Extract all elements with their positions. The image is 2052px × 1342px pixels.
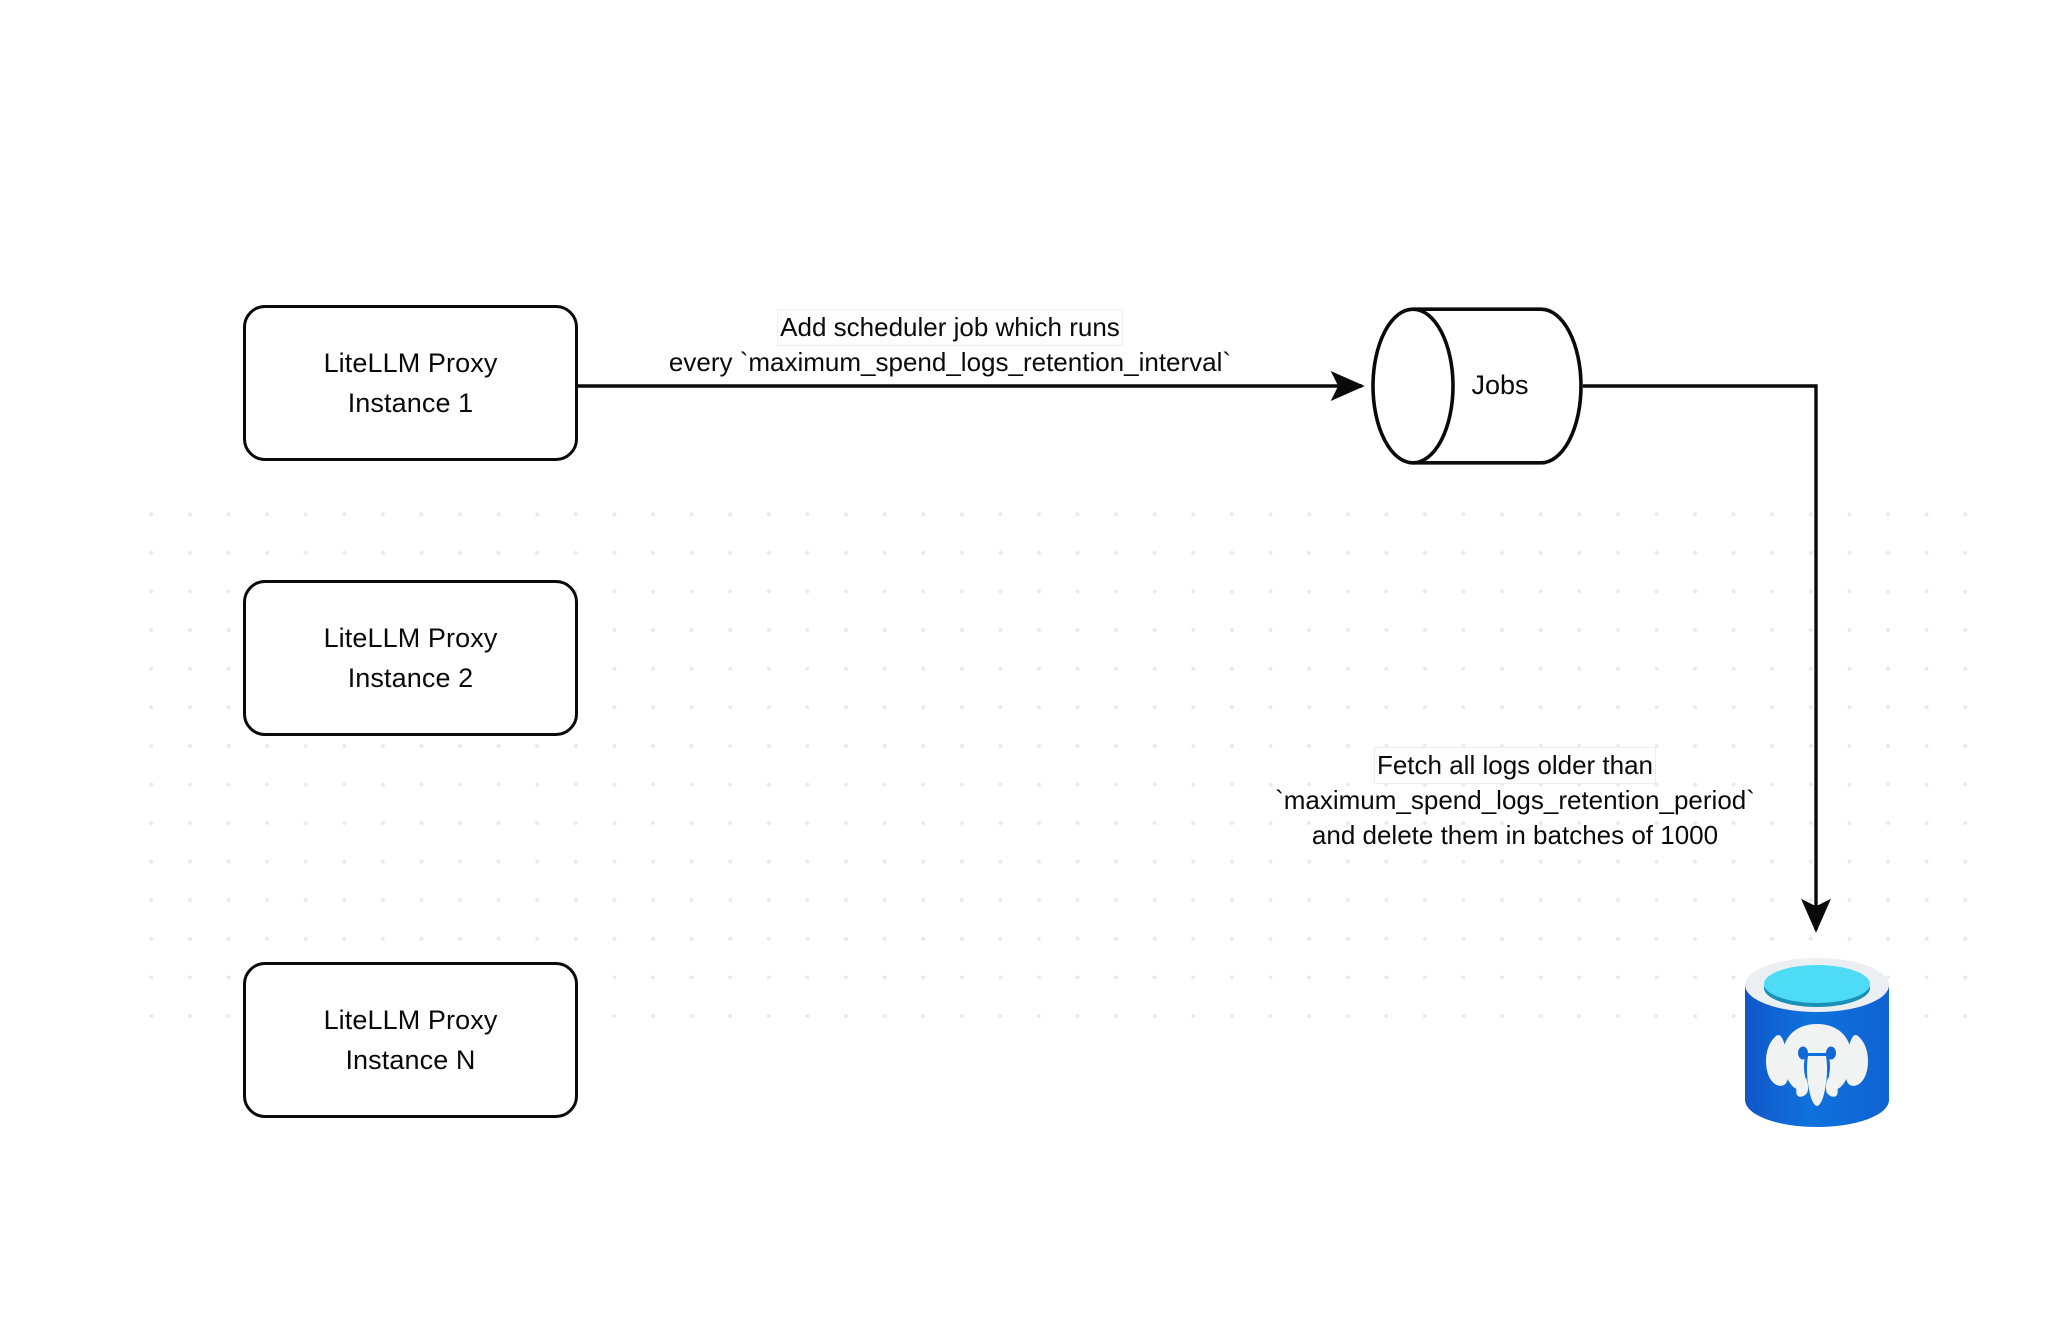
- postgresql-database-icon[interactable]: [1741, 952, 1893, 1134]
- jobs-cylinder-label: Jobs: [1471, 370, 1529, 400]
- postgresql-elephant-eyes: [1798, 1046, 1836, 1060]
- edge-label-add-scheduler-job: Add scheduler job which runs every `maxi…: [600, 310, 1300, 380]
- fetch-label-line-3: and delete them in batches of 1000: [1311, 820, 1719, 850]
- postgresql-elephant-logo: [1766, 1024, 1868, 1106]
- proxy-1-line-1: LiteLLM Proxy: [323, 348, 498, 378]
- proxy-3-line-1: LiteLLM Proxy: [323, 1005, 498, 1035]
- proxy-1-line-2: Instance 1: [347, 388, 474, 418]
- node-litellm-proxy-instance-2[interactable]: LiteLLM Proxy Instance 2: [243, 580, 578, 736]
- fetch-label-line-2: `maximum_spend_logs_retention_period`: [1275, 785, 1755, 815]
- scheduler-label-line-2: every `maximum_spend_logs_retention_inte…: [668, 347, 1232, 377]
- node-litellm-proxy-instance-n[interactable]: LiteLLM Proxy Instance N: [243, 962, 578, 1118]
- proxy-2-line-2: Instance 2: [347, 663, 474, 693]
- node-litellm-proxy-instance-1[interactable]: LiteLLM Proxy Instance 1: [243, 305, 578, 461]
- scheduler-label-line-1: Add scheduler job which runs: [778, 310, 1122, 345]
- node-jobs-cylinder[interactable]: [1371, 307, 1583, 465]
- proxy-2-line-1: LiteLLM Proxy: [323, 623, 498, 653]
- fetch-label-line-1: Fetch all logs older than: [1374, 748, 1656, 783]
- edge-label-fetch-and-delete-logs: Fetch all logs older than `maximum_spend…: [1230, 748, 1800, 853]
- proxy-3-line-2: Instance N: [345, 1045, 476, 1075]
